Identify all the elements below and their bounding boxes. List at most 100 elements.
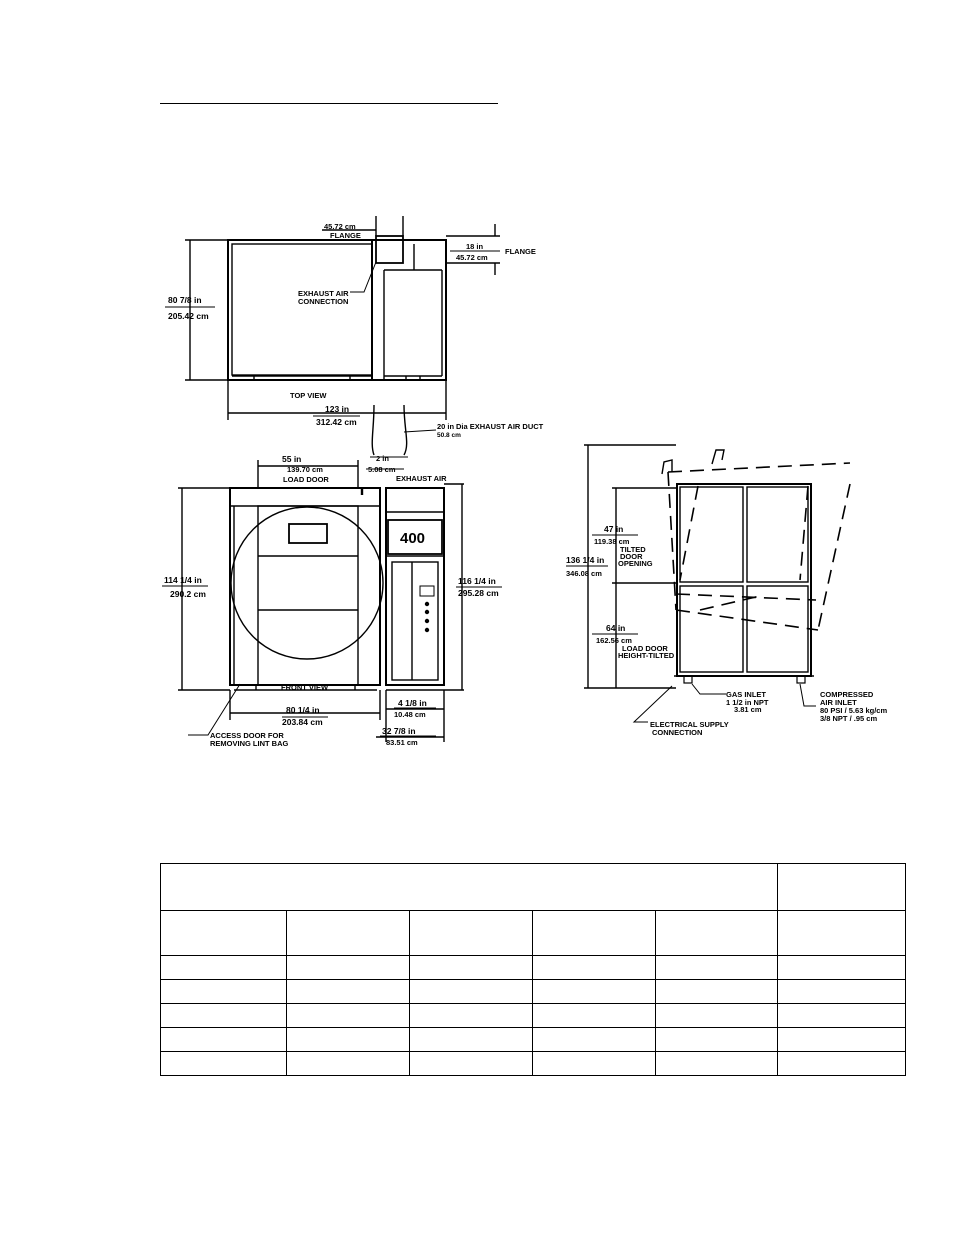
top-view-label: TOP VIEW (290, 391, 327, 400)
table-cell (532, 910, 656, 956)
door-in: 55 in (282, 454, 301, 464)
table-cell (532, 979, 656, 1004)
door-word: LOAD DOOR (283, 475, 329, 484)
panel-in: 4 1/8 in (398, 698, 427, 708)
door-cm: 139.70 cm (287, 465, 323, 474)
side-total-cm: 346.08 cm (566, 569, 602, 578)
table-cell (286, 1027, 410, 1052)
table-cell (654, 955, 779, 980)
table-header-cell-main (159, 863, 779, 911)
duct-cm: 50.8 cm (437, 432, 461, 439)
gap-cm: 5.08 cm (368, 465, 396, 474)
side-view (566, 444, 851, 723)
tilt-in: 47 in (604, 524, 623, 534)
flange-side-word: FLANGE (505, 247, 536, 256)
table-row (160, 1027, 907, 1052)
table-row (160, 1051, 907, 1076)
table-cell (654, 1003, 779, 1028)
table-cell (777, 1051, 907, 1076)
height-left-cm: 290.2 cm (170, 589, 206, 599)
table-cell (409, 1051, 533, 1076)
access-door-line2: REMOVING LINT BAG (210, 739, 288, 748)
front-width-in: 80 1/4 in (286, 705, 320, 715)
table-cell (532, 955, 656, 980)
top-view (165, 216, 500, 470)
table-cell (532, 1003, 656, 1028)
tilt-cm: 119.38 cm (594, 537, 630, 546)
gas-inlet-line2: 1 1/2 in NPT (726, 698, 769, 707)
flange-top-word: FLANGE (330, 231, 361, 240)
load-line1: LOAD DOOR (622, 644, 668, 653)
table-cell (654, 979, 779, 1004)
side-total-in: 136 1/4 in (566, 555, 604, 565)
table-row (160, 955, 907, 980)
table-cell (777, 1003, 907, 1028)
height-left-in: 114 1/4 in (164, 575, 202, 585)
panel-total-cm: 83.51 cm (386, 738, 418, 747)
load-cm: 162.56 cm (596, 636, 632, 645)
tilt-line2: DOOR (620, 552, 643, 561)
panel-total-in: 32 7/8 in (382, 726, 416, 736)
table-cell (286, 1003, 410, 1028)
table-cell (777, 1027, 907, 1052)
gas-inlet-line1: GAS INLET (726, 690, 766, 699)
table-cell (409, 955, 533, 980)
gap-in: 2 in (376, 454, 389, 463)
load-in: 64 in (606, 623, 625, 633)
exhaust-connection-line1: EXHAUST AIR (298, 289, 349, 298)
table-row (160, 1003, 907, 1028)
tilt-line3: OPENING (618, 559, 653, 568)
specification-table (159, 863, 907, 1076)
table-cell (160, 1003, 287, 1028)
table-cell (532, 1027, 656, 1052)
table-cell (777, 979, 907, 1004)
gas-inlet-line3: 3.81 cm (734, 705, 762, 714)
table-cell (409, 979, 533, 1004)
flange-side-in: 18 in (466, 242, 484, 251)
table-cell (409, 1027, 533, 1052)
top-width-cm: 312.42 cm (316, 417, 357, 427)
exhaust-connection-line2: CONNECTION (298, 297, 348, 306)
air-inlet-line2: AIR INLET (820, 698, 857, 707)
top-width-in: 123 in (325, 404, 349, 414)
height-right-in: 116 1/4 in (458, 576, 496, 586)
table-cell (654, 910, 779, 956)
flange-top-cm: 45.72 cm (324, 222, 356, 231)
table-cell (409, 910, 533, 956)
table-header-row (159, 863, 907, 911)
table-cell (654, 1051, 779, 1076)
table-cell (286, 910, 410, 956)
table-header-cell-side (777, 863, 907, 911)
title-underline (160, 103, 498, 104)
air-inlet-line4: 3/8 NPT / .95 cm (820, 714, 877, 723)
air-inlet-line1: COMPRESSED (820, 690, 874, 699)
duct-text: Dia EXHAUST AIR DUCT (456, 422, 544, 431)
access-door-line1: ACCESS DOOR FOR (210, 731, 284, 740)
load-line2: HEIGHT-TILTED (618, 651, 675, 660)
air-inlet-line3: 80 PSI / 5.63 kg/cm (820, 706, 887, 715)
table-cell (286, 955, 410, 980)
table-cell (777, 955, 907, 980)
tilt-line1: TILTED (620, 545, 646, 554)
duct-in: 20 in (437, 422, 455, 431)
top-depth-in: 80 7/8 in (168, 295, 202, 305)
electrical-line1: ELECTRICAL SUPPLY (650, 720, 729, 729)
table-cell (286, 1051, 410, 1076)
table-cell (532, 1051, 656, 1076)
front-view (162, 460, 502, 742)
table-cell (160, 1051, 287, 1076)
table-cell (160, 1027, 287, 1052)
exhaust-air-word: EXHAUST AIR (396, 474, 447, 483)
panel-cm: 10.48 cm (394, 710, 426, 719)
top-depth-cm: 205.42 cm (168, 311, 209, 321)
front-view-label: FRONT VIEW (281, 683, 329, 692)
table-cell (160, 910, 287, 956)
flange-side-cm: 45.72 cm (456, 253, 488, 262)
table-cell (160, 955, 287, 980)
height-right-cm: 295.28 cm (458, 588, 499, 598)
table-cell (409, 1003, 533, 1028)
table-cell (654, 1027, 779, 1052)
front-width-cm: 203.84 cm (282, 717, 323, 727)
table-cell (777, 910, 907, 956)
